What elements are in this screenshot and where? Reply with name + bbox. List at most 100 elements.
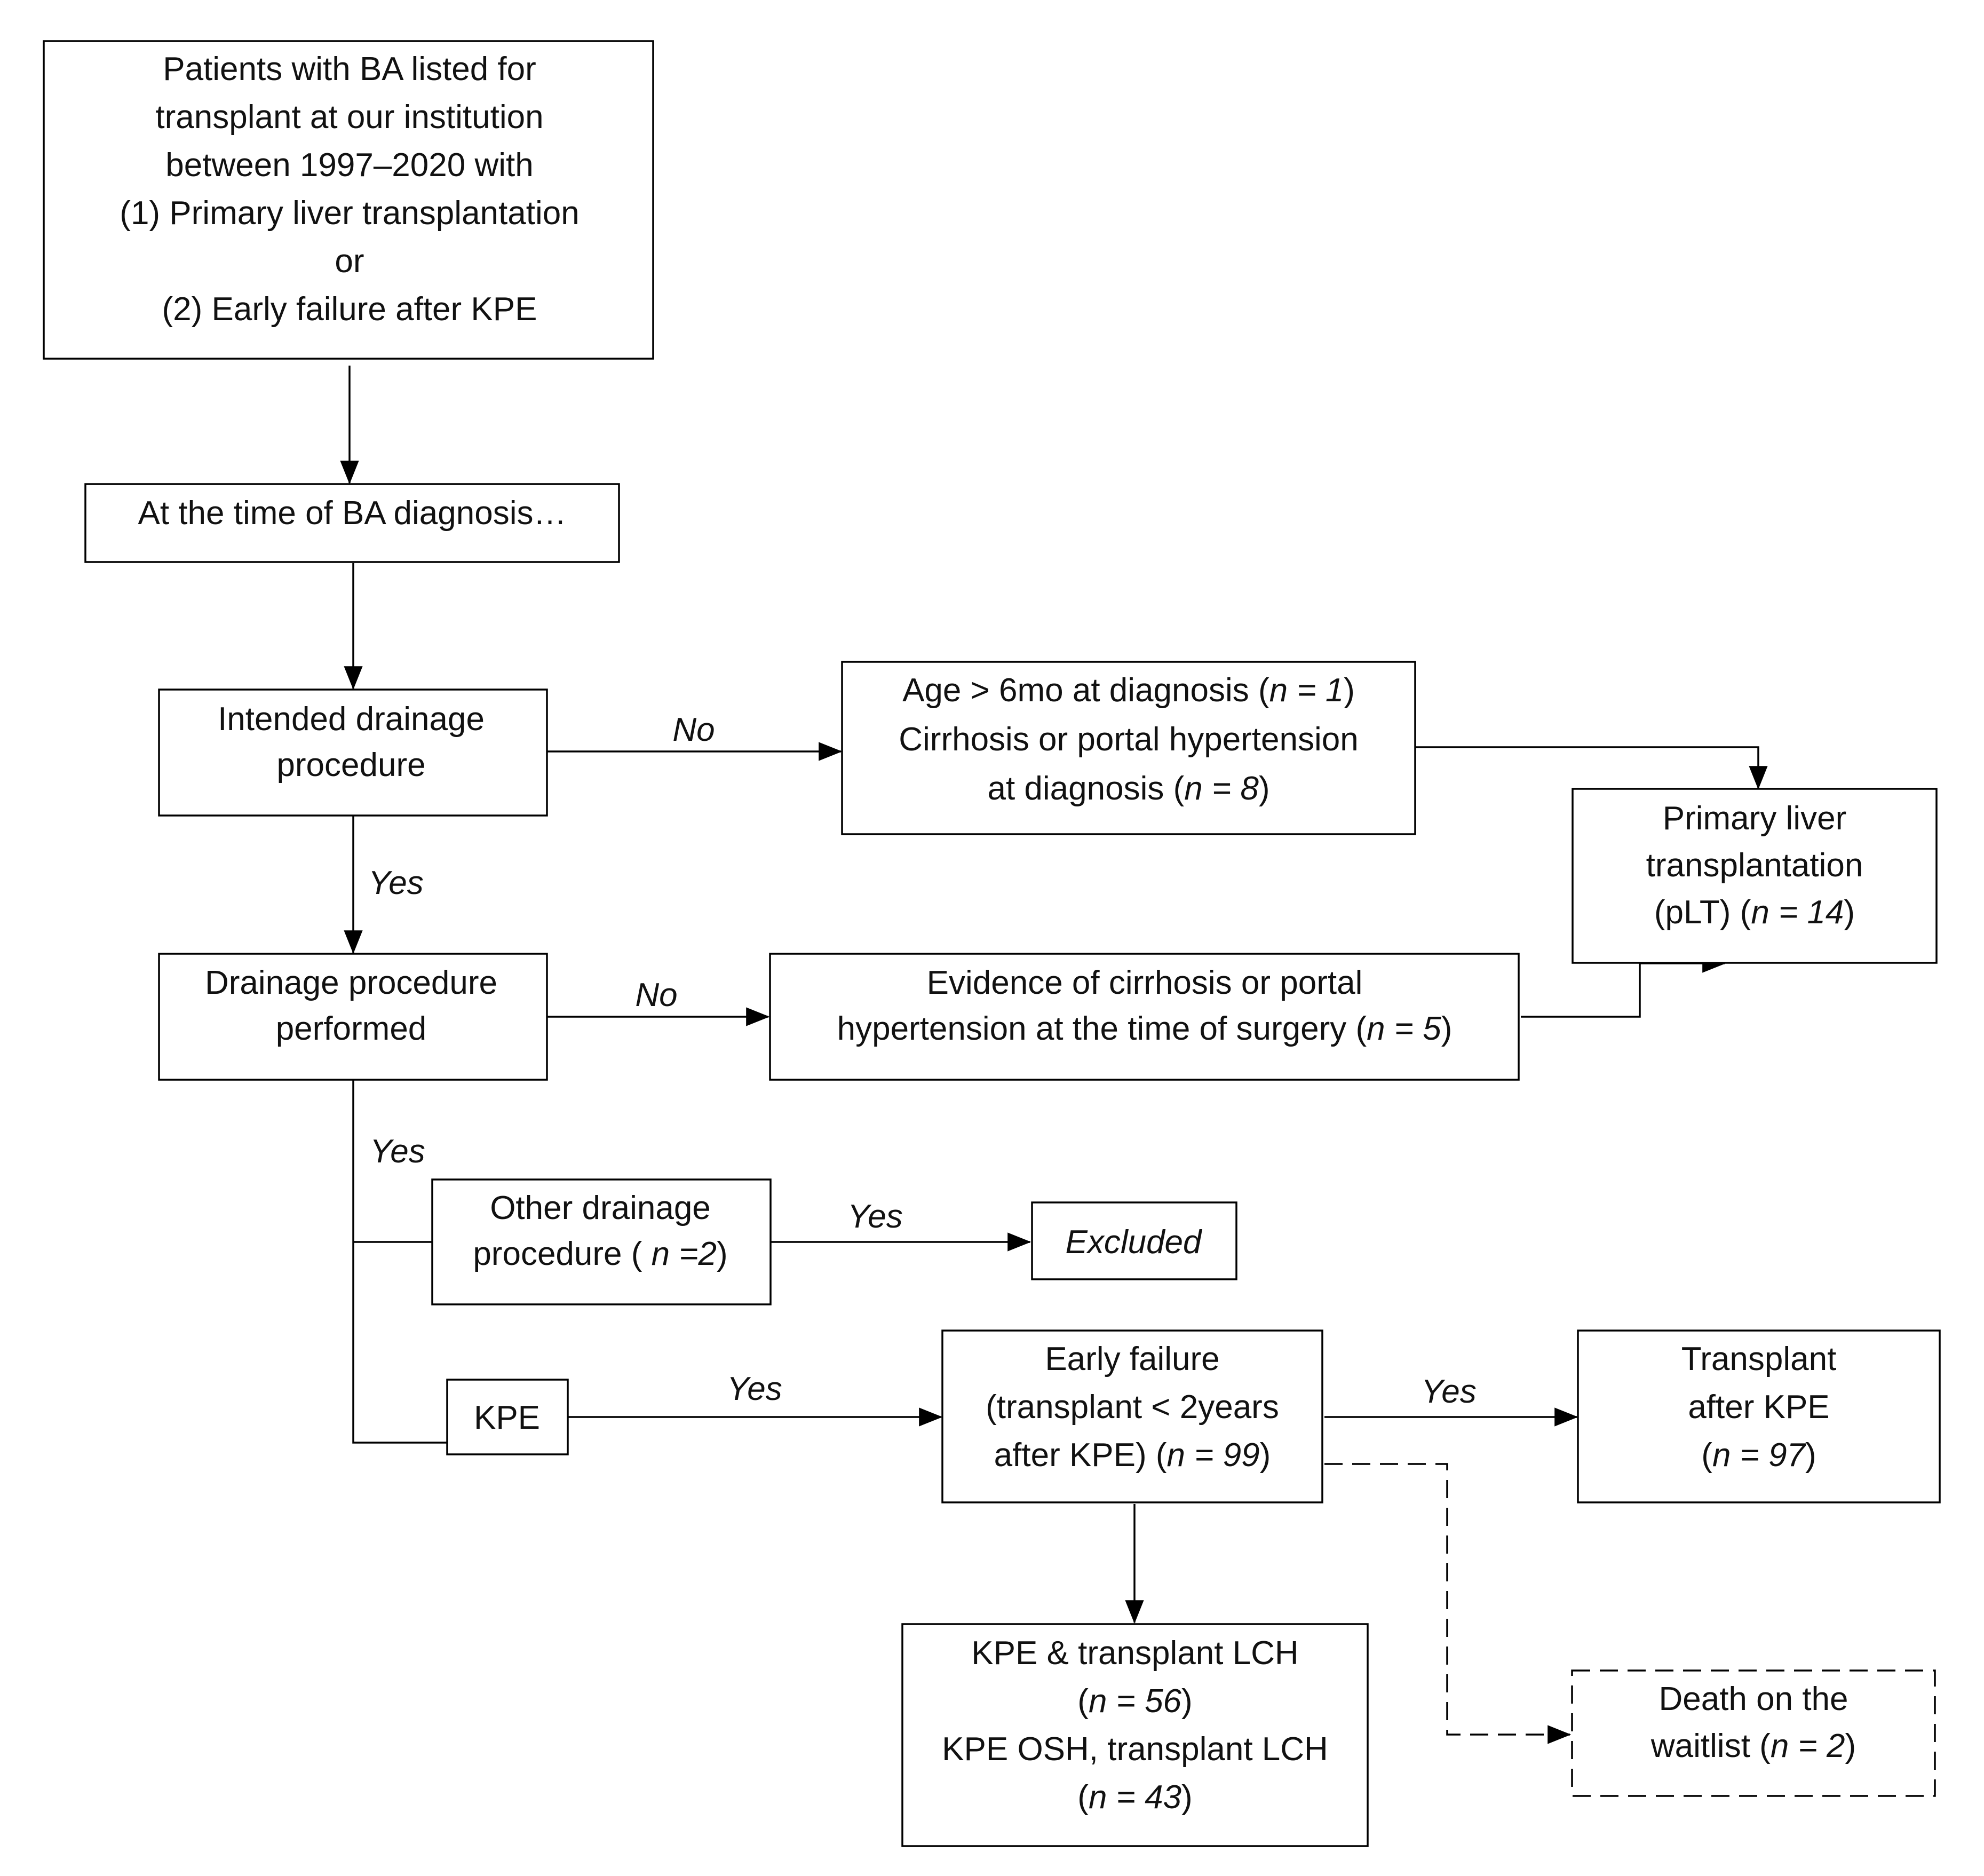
box-line: Excluded	[1065, 1224, 1203, 1261]
box-line: transplant at our institution	[155, 99, 543, 136]
text-run: )	[1844, 894, 1855, 931]
box-line: KPE	[474, 1399, 540, 1436]
edge-label-performed-yes: Yes	[370, 1133, 425, 1170]
edge-early-failure-to-death	[1324, 1463, 1572, 1744]
edge-label-performed-no: No	[635, 977, 677, 1014]
box-line: after KPE) (n = 99)	[994, 1437, 1271, 1474]
text-run: hypertension at the time of surgery (	[837, 1010, 1367, 1047]
italic-run: n = 8	[1184, 770, 1259, 807]
text-run: )	[1259, 770, 1270, 807]
edge-label-intended-no: No	[672, 711, 715, 748]
box-death-waitlist-text: Death on the waitlist (n = 2)	[1650, 1681, 1856, 1764]
box-criteria-text: Patients with BA listed for transplant at…	[120, 51, 579, 328]
text-run: (2) Early failure after KPE	[162, 291, 537, 328]
box-line: (n = 43)	[1077, 1779, 1192, 1816]
box-excluded: Excluded	[1031, 1201, 1237, 1280]
italic-run: n = 2	[1771, 1728, 1845, 1764]
box-drainage-performed: Drainage procedure performed	[158, 953, 548, 1081]
box-cirrhosis-surgery-text: Evidence of cirrhosis or portal hypertens…	[837, 964, 1453, 1047]
box-line: hypertension at the time of surgery (n =…	[837, 1010, 1453, 1047]
text-run: Transplant	[1681, 1341, 1837, 1378]
text-run: KPE OSH, transplant LCH	[942, 1731, 1328, 1768]
box-line: Transplant	[1681, 1341, 1837, 1378]
box-kpe-lch: KPE & transplant LCH(n = 56)KPE OSH, tra…	[901, 1623, 1369, 1847]
box-early-failure-text: Early failure (transplant < 2years after K…	[986, 1341, 1279, 1474]
italic-run: n = 56	[1089, 1683, 1182, 1720]
text-run: )	[1181, 1779, 1193, 1816]
box-age-cirrhosis: Age > 6mo at diagnosis (n = 1) Cirrhosis …	[841, 661, 1416, 835]
text-run: At the time of BA diagnosis…	[138, 495, 567, 532]
text-run: at diagnosis (	[987, 770, 1184, 807]
edge-label-other-yes: Yes	[847, 1198, 902, 1235]
text-run: transplant at our institution	[155, 99, 543, 136]
edge-labels: No Yes No Yes Yes Yes Yes	[368, 711, 1476, 1410]
italic-run: Excluded	[1065, 1224, 1203, 1261]
box-line: (2) Early failure after KPE	[162, 291, 537, 328]
box-other-drainage: Other drainage procedure ( n =2)	[431, 1178, 772, 1305]
box-line: Evidence of cirrhosis or portal	[927, 964, 1363, 1001]
box-line: Death on the	[1658, 1681, 1848, 1717]
text-run: (	[1077, 1779, 1089, 1816]
box-line: Cirrhosis or portal hypertension	[899, 721, 1359, 758]
text-run: after KPE) (	[994, 1437, 1167, 1474]
box-death-waitlist: Death on the waitlist (n = 2)	[1571, 1669, 1936, 1797]
text-run: KPE	[474, 1399, 540, 1436]
text-run: )	[1805, 1437, 1816, 1474]
text-run: transplantation	[1646, 847, 1863, 884]
box-line: transplantation	[1646, 847, 1863, 884]
box-line: waitlist (n = 2)	[1650, 1728, 1856, 1764]
text-run: Other drainage	[490, 1190, 711, 1226]
box-line: at diagnosis (n = 8)	[987, 770, 1269, 807]
text-run: Patients with BA listed for	[163, 51, 536, 88]
edge-age-to-primary-lt	[1415, 746, 1768, 790]
box-line: KPE & transplant LCH	[971, 1635, 1298, 1672]
edge-label-failure-yes: Yes	[1421, 1373, 1476, 1410]
edge-label-kpe-yes: Yes	[727, 1371, 782, 1407]
box-kpe-text: KPE	[474, 1399, 540, 1436]
text-run: performed	[276, 1010, 427, 1047]
box-excluded-text: Excluded	[1065, 1224, 1203, 1261]
box-early-failure: Early failure (transplant < 2years after K…	[941, 1329, 1323, 1503]
box-line: Drainage procedure	[205, 964, 497, 1001]
italic-run: n = 97	[1712, 1437, 1807, 1474]
italic-run: n = 14	[1751, 894, 1844, 931]
box-line: Other drainage	[490, 1190, 711, 1226]
edge-cirrhosis-surgery-to-primary-lt	[1521, 954, 1726, 1018]
edge-label-intended-yes: Yes	[368, 865, 423, 901]
box-line: (1) Primary liver transplantation	[120, 195, 579, 232]
text-run: Drainage procedure	[205, 964, 497, 1001]
text-run: Evidence of cirrhosis or portal	[927, 964, 1363, 1001]
box-line: procedure	[276, 747, 425, 783]
text-run: )	[1260, 1437, 1271, 1474]
text-run: )	[1845, 1728, 1856, 1764]
text-run: between 1997–2020 with	[165, 147, 533, 184]
box-line: (transplant < 2years	[986, 1389, 1279, 1426]
italic-run: n = 99	[1167, 1437, 1260, 1474]
text-run: )	[1441, 1010, 1453, 1047]
box-line: performed	[276, 1010, 427, 1047]
text-run: Early failure	[1045, 1341, 1219, 1378]
box-line: KPE OSH, transplant LCH	[942, 1731, 1328, 1768]
box-line: procedure ( n =2)	[473, 1236, 727, 1272]
text-run: )	[1344, 672, 1355, 709]
text-run: )	[1181, 1683, 1193, 1720]
text-run: (	[1701, 1437, 1712, 1474]
text-run: (	[1077, 1683, 1089, 1720]
italic-run: n = 43	[1089, 1779, 1181, 1816]
italic-run: n = 1	[1269, 672, 1344, 709]
box-line: or	[335, 243, 364, 280]
italic-run: n = 5	[1367, 1010, 1441, 1047]
box-line: Early failure	[1045, 1341, 1219, 1378]
box-line: between 1997–2020 with	[165, 147, 533, 184]
box-line: (pLT) (n = 14)	[1654, 894, 1855, 931]
box-line: (n = 56)	[1077, 1683, 1192, 1720]
edges	[340, 366, 1768, 1744]
box-line: Age > 6mo at diagnosis (n = 1)	[902, 672, 1355, 709]
